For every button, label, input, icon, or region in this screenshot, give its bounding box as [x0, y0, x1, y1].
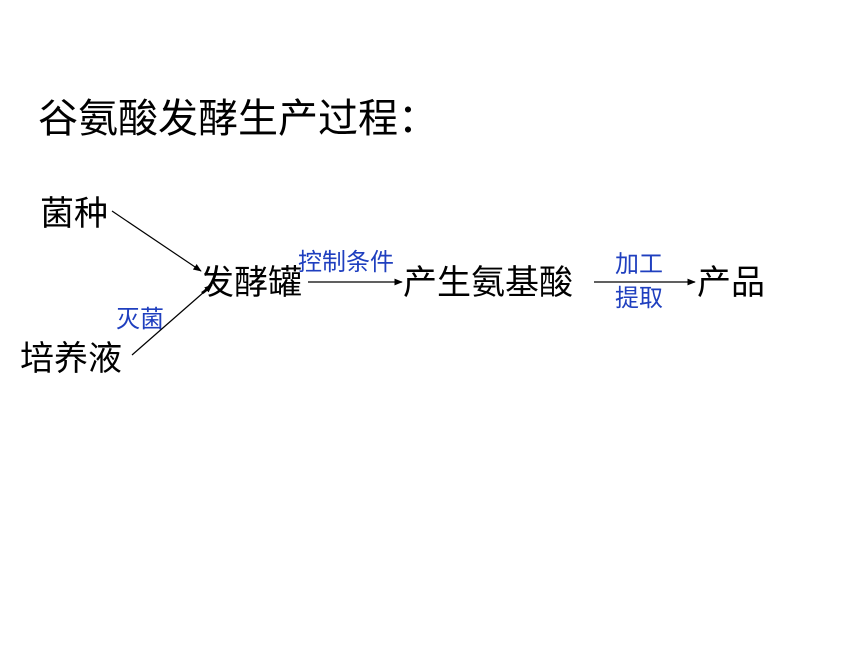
- arrow-medium-to-fermenter: [131, 284, 213, 356]
- node-product: 产品: [697, 263, 765, 303]
- node-fermenter: 发酵罐: [200, 263, 302, 303]
- node-medium: 培养液: [20, 339, 122, 379]
- label-sterilize: 灭菌: [116, 305, 164, 333]
- node-glutamate: 产生氨基酸: [403, 263, 573, 303]
- node-strain: 菌种: [40, 194, 108, 234]
- label-control-conditions: 控制条件: [298, 248, 394, 276]
- label-extract: 提取: [615, 284, 663, 312]
- label-process: 加工: [615, 250, 663, 278]
- arrow-strain-to-fermenter: [111, 210, 202, 272]
- page-title: 谷氨酸发酵生产过程：: [38, 96, 438, 142]
